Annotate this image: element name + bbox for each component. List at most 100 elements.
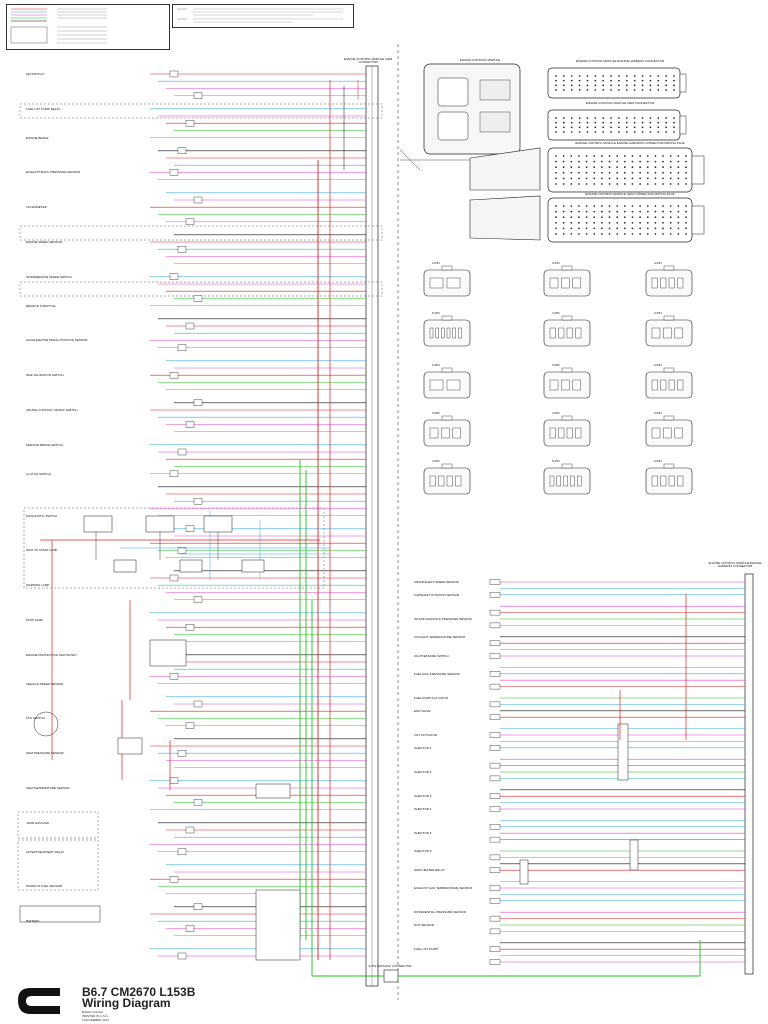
connector-pin [623,210,626,213]
connector-pin [673,89,675,91]
connector-pin [649,126,652,129]
connector-pin [685,233,687,235]
connector-pin [610,84,612,87]
connector-pin [623,160,626,163]
connector-pin [631,183,634,185]
connector-pin [662,177,664,180]
right-component-label: GRID HEATER RELAY [414,868,445,873]
connector-pin [616,155,619,157]
connector-pin [623,227,626,230]
relay-group [40,515,330,573]
connector-pin [562,89,565,91]
connector-pin [610,117,612,119]
connector-pin [654,205,657,207]
connector-pin [665,131,668,133]
connector-pin [673,84,675,87]
connector-pin [646,160,649,163]
connector-pin [586,121,589,124]
connector-pin [646,183,649,185]
inline-connector [169,876,179,883]
connector-pin [570,131,573,133]
sensor-connector [489,915,501,922]
connector-pin [631,210,634,213]
connector-face-label: 6-PIN [432,311,440,315]
connector-pin [610,121,612,124]
inline-connector [169,372,179,379]
connector-pin [669,216,672,219]
connector-pin [602,121,605,124]
connector-pin [555,166,557,169]
left-component-label: ACCELERATOR PEDAL POSITION SENSOR [26,338,88,343]
connector-pin [570,221,573,224]
connector-pin [685,183,687,185]
connector-pin [570,216,573,219]
connector-pin [602,75,605,77]
connector-pin [654,216,657,219]
notes-box [172,4,354,28]
connector-pin [646,177,649,180]
connector-pin [594,75,597,77]
connector-pin [616,166,619,169]
sensor-connector [489,762,501,769]
doc-title-line1: B6.7 CM2670 L153B [82,985,196,999]
connector-pin [562,171,565,174]
connector-pin [570,171,573,174]
inline-connector [185,322,195,330]
connector-pin [562,166,565,169]
connector-pin [662,227,664,230]
sensor-connector [489,898,501,904]
connector-pin [562,183,565,185]
ecm-oem-connector-label: ENGINE CONTROL MODULE OEM CONNECTOR [343,57,393,64]
connector-pin [608,166,611,169]
connector-pin [641,126,644,129]
small-connectors [423,265,693,495]
connector-pin [646,166,649,169]
connector-pin [618,131,620,133]
connector-pin [578,89,581,91]
left-component-label: BATTERY [26,919,40,924]
connector-pin [646,171,649,174]
connector-pin [593,160,596,163]
connector-pin [585,233,588,235]
connector-face-label: 4-PIN [432,459,440,463]
right-wires [489,579,745,965]
connector-pin [600,155,603,157]
connector-face [543,265,591,297]
ecm-oem-mating-label: ENGINE CONTROL MODULE OEM CONNECTOR MATI… [585,192,675,196]
left-component-label: WAIT TO START LAMP [26,548,58,553]
connector-pin [623,155,626,157]
connector-pin [662,221,664,224]
connector-pin [570,205,573,207]
connector-face [423,265,471,297]
connector-pin [631,227,634,230]
connector-pin [625,89,628,91]
connector-pin [593,177,596,180]
connector-face [645,265,693,297]
connector-pin [555,89,557,91]
connector-pin [578,227,580,230]
ecm-harness-mating-face [469,147,705,243]
inline-connector [185,119,195,127]
connector-pin [641,84,644,87]
connector-pin [631,216,634,219]
sensor-connector [489,946,501,952]
sensor-connector [489,701,501,708]
connector-pin [657,121,660,124]
module-box [149,639,187,667]
connector-pin [657,79,660,82]
connector-pin [602,126,605,129]
ecm-oem-connector-right-label: ENGINE CONTROL MODULE OEM CONNECTOR [585,101,655,105]
connector-pin [608,171,611,174]
battery-symbol [33,711,59,737]
connector-pin [633,117,636,119]
right-component-label: DIFFERENTIAL PRESSURE SENSOR [414,910,467,915]
connector-pin [669,177,672,180]
right-component-label: VGT ACTUATOR [414,733,438,737]
connector-pin [633,121,636,124]
connector-pin [657,89,660,91]
connector-pin [665,126,668,129]
connector-pin [570,75,573,77]
connector-pin [585,166,588,169]
ecm-connector-drawing [399,63,521,171]
connector-pin [562,177,565,180]
